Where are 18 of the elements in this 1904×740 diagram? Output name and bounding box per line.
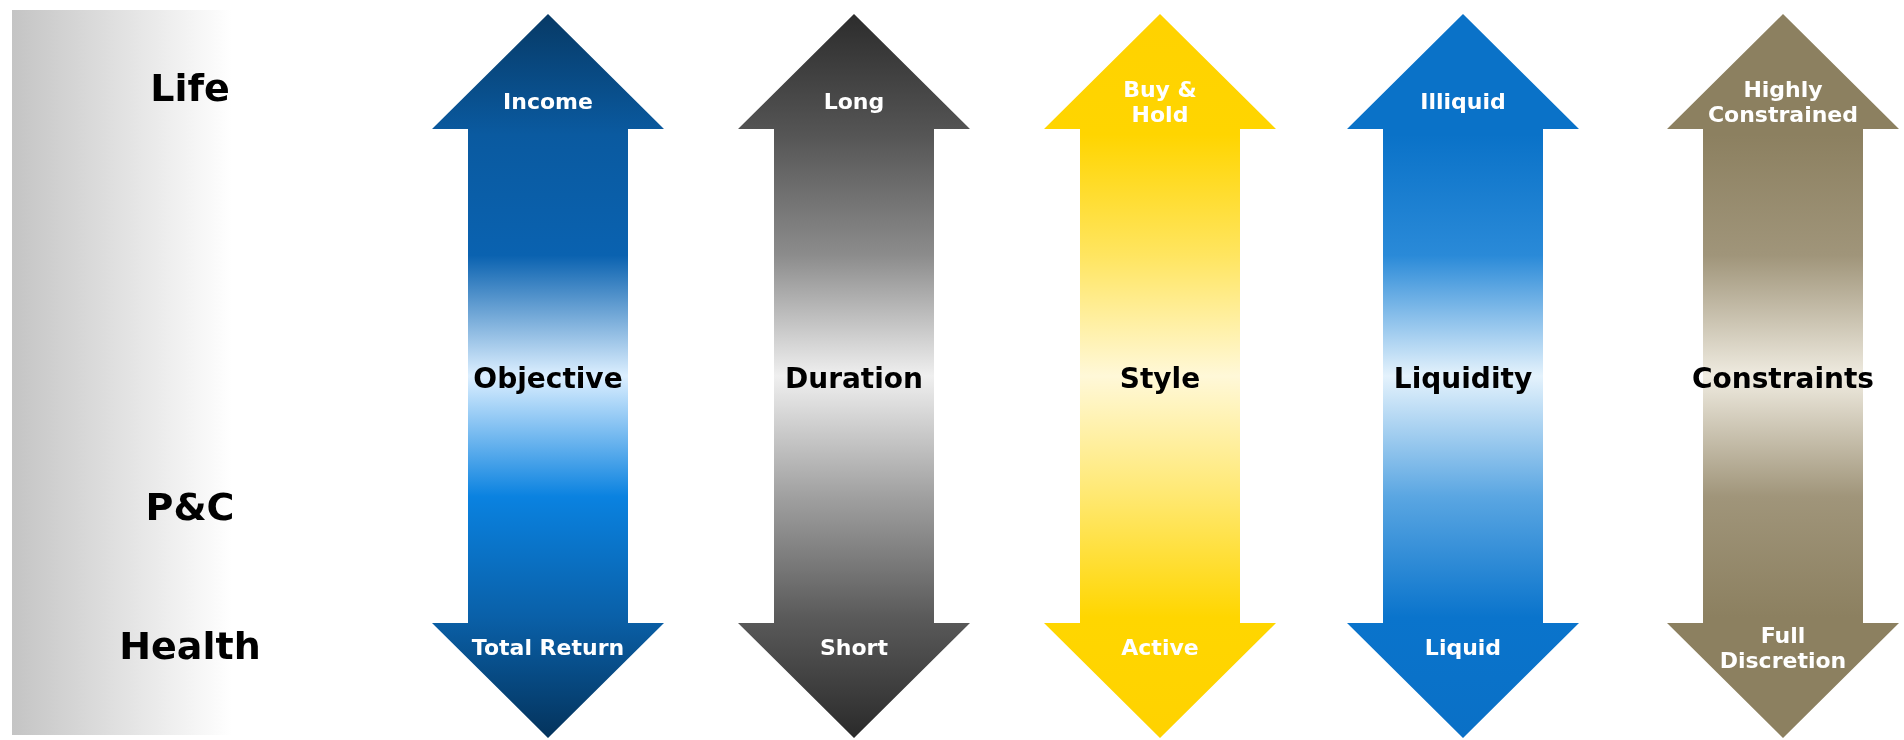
arrow-title: Constraints xyxy=(1690,362,1876,396)
arrow-title: Objective xyxy=(472,362,624,396)
arrow-end-label: Income xyxy=(502,89,594,115)
arrow-end-label: Full Discretion xyxy=(1718,622,1848,674)
row-label: Life xyxy=(150,67,230,111)
row-label: P&C xyxy=(145,486,235,530)
arrow-title: Duration xyxy=(784,362,924,396)
arrow-end-label: Liquid xyxy=(1423,635,1503,661)
arrow-end-label: Total Return xyxy=(470,635,626,661)
arrow-end-label: Illiquid xyxy=(1419,89,1507,115)
arrow-end-label: Short xyxy=(819,635,889,661)
arrow-end-label: Buy & Hold xyxy=(1122,76,1198,128)
arrow-end-label: Long xyxy=(822,89,886,115)
arrow-title: Style xyxy=(1118,362,1202,396)
arrow-title: Liquidity xyxy=(1392,362,1534,396)
arrow-end-label: Active xyxy=(1120,635,1200,661)
arrow-end-label: Highly Constrained xyxy=(1706,76,1860,128)
row-label: Health xyxy=(119,625,261,669)
